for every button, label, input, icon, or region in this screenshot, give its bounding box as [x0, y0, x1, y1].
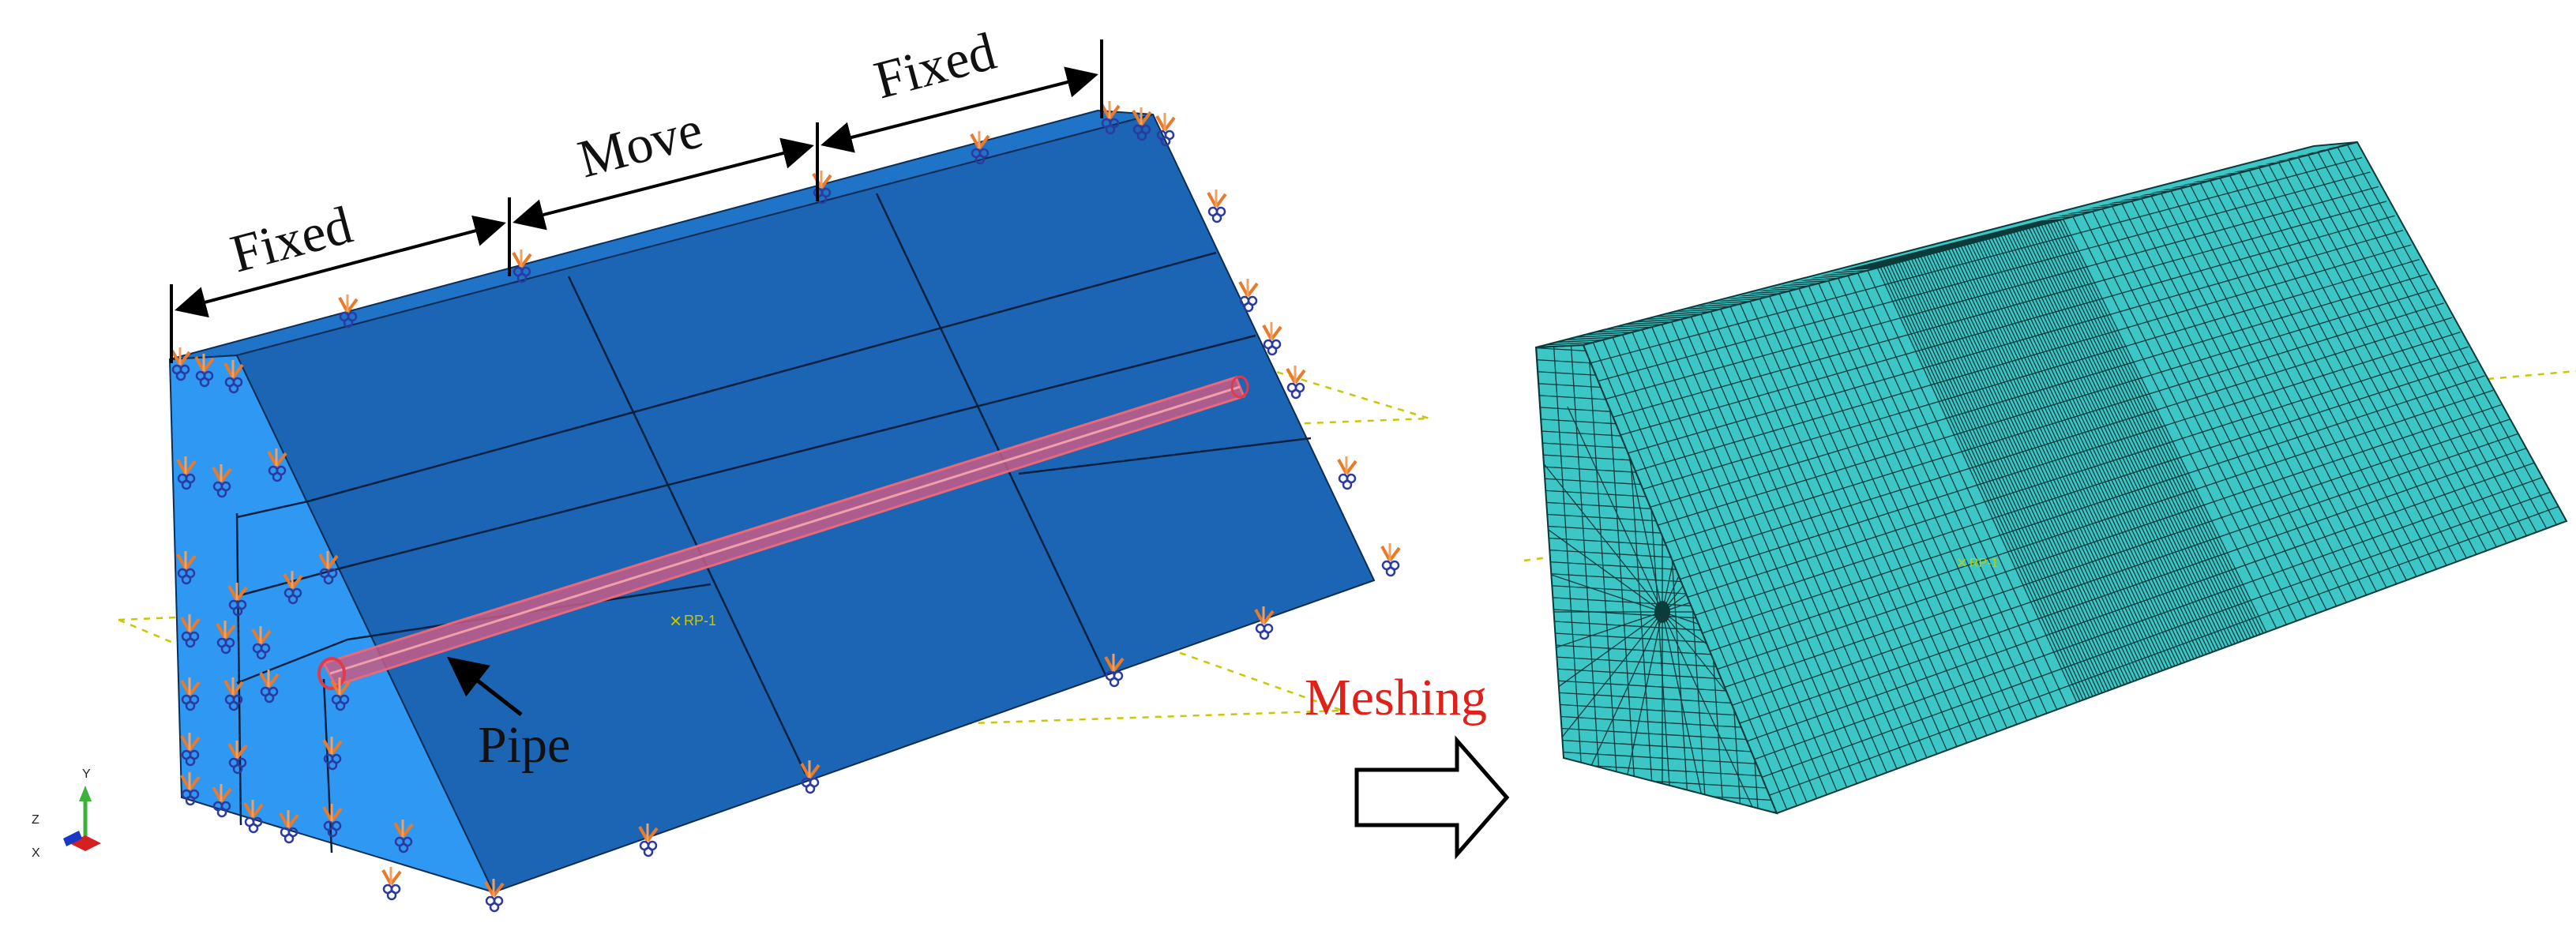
encastre-marker: [180, 772, 201, 806]
encastre-marker: [318, 551, 339, 585]
meshing-arrow-icon: [1354, 735, 1510, 860]
encastre-marker: [322, 804, 343, 838]
mesh-reference-line-2: [1523, 556, 1549, 562]
boundary-condition-markers: [171, 101, 1401, 913]
encastre-marker: [393, 820, 414, 854]
encastre-marker: [180, 614, 201, 648]
dimension-arrows: [170, 39, 1103, 363]
encastre-marker: [180, 677, 201, 711]
label-fixed-right: Fixed: [868, 21, 1001, 111]
encastre-marker: [251, 626, 272, 660]
encastre-marker: [330, 677, 351, 711]
mesh-reference-line: [2487, 370, 2576, 381]
encastre-marker: [1155, 113, 1176, 147]
label-pipe: Pipe: [478, 716, 570, 774]
encastre-marker: [800, 760, 820, 794]
block-slope-face: [235, 113, 1376, 894]
mesh-reference-point: × RP-1: [1957, 553, 1999, 572]
encastre-marker: [279, 810, 299, 844]
axis-triad: Y Z X: [32, 767, 101, 860]
pipe-end-near: [317, 657, 346, 690]
encastre-marker: [216, 621, 236, 655]
encastre-marker: [1104, 654, 1125, 688]
pipe-end-far: [1230, 375, 1249, 399]
encastre-marker: [176, 551, 197, 585]
reference-point-rp1: × RP-1: [670, 609, 716, 632]
mesh-pipe-hole: [1654, 601, 1670, 623]
encastre-marker: [223, 360, 244, 394]
encastre-marker: [1286, 366, 1306, 400]
rp-label-right: RP-1: [1970, 557, 1999, 570]
dimension-move: [513, 137, 814, 231]
meshing-transition: Meshing: [1305, 669, 1510, 860]
mesh-slope-grid: [1536, 142, 2567, 813]
encastre-marker: [267, 448, 287, 482]
encastre-marker: [1254, 606, 1275, 640]
axis-x-label: X: [32, 846, 40, 860]
encastre-marker: [512, 250, 532, 283]
svg-text:×: ×: [670, 609, 682, 632]
left-model: × RP-1 Y Z X Fixed Move Fixed: [32, 21, 1430, 913]
encastre-marker: [227, 741, 248, 775]
partition-lines: [235, 193, 1312, 854]
encastre-marker: [381, 867, 402, 901]
axis-y-label: Y: [82, 767, 91, 781]
encastre-marker: [484, 879, 505, 913]
encastre-marker: [283, 571, 303, 605]
encastre-marker: [638, 824, 659, 857]
label-move: Move: [572, 99, 708, 189]
pipe-pointer-arrow: [447, 656, 523, 716]
label-fixed-left: Fixed: [224, 194, 358, 284]
dimension-fixed-left: [175, 215, 506, 318]
encastre-marker: [1380, 543, 1401, 577]
svg-text:×: ×: [1957, 553, 1967, 572]
encastre-marker: [1132, 107, 1152, 141]
encastre-marker: [1238, 279, 1259, 313]
encastre-marker: [212, 464, 232, 498]
encastre-marker: [1207, 189, 1227, 223]
encastre-marker: [227, 583, 248, 617]
encastre-marker: [243, 800, 264, 834]
encastre-marker: [223, 677, 244, 711]
encastre-marker: [212, 784, 232, 818]
dimension-fixed-right: [820, 66, 1098, 153]
axis-z-label: Z: [32, 813, 39, 827]
encastre-marker: [180, 733, 201, 767]
encastre-marker: [171, 347, 191, 381]
encastre-marker: [1262, 322, 1282, 356]
encastre-marker: [259, 670, 280, 704]
label-meshing: Meshing: [1305, 669, 1487, 726]
encastre-marker: [194, 354, 215, 388]
rp-label-left: RP-1: [684, 613, 716, 628]
encastre-marker: [322, 737, 343, 771]
pipe: [317, 375, 1249, 690]
encastre-marker: [176, 456, 197, 490]
encastre-marker: [1337, 456, 1357, 490]
right-model: × RP-1: [1523, 141, 2576, 815]
